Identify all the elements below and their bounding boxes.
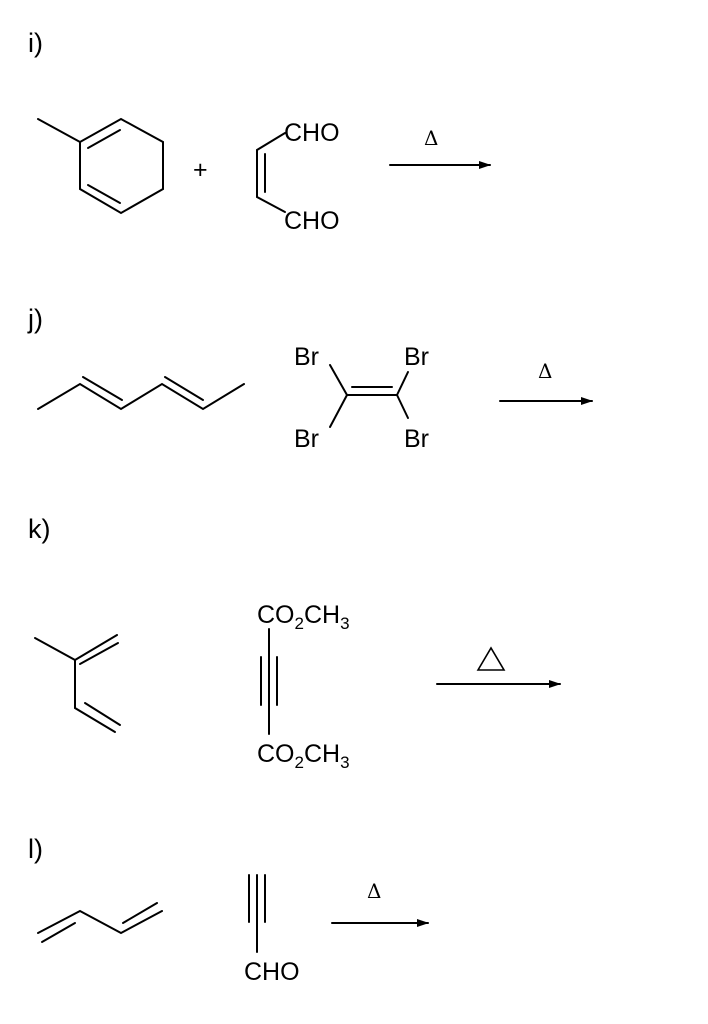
br-atom: Br [294, 425, 319, 453]
hexadiene [37, 376, 245, 411]
heat-delta: Δ [424, 126, 438, 150]
propynal: CHO [244, 874, 300, 986]
problem-label: i) [28, 28, 43, 58]
problem-l: l) CHO Δ [28, 834, 429, 986]
heat-delta-icon [476, 646, 506, 671]
problem-i: i) + CHO CHO Δ [28, 28, 491, 235]
plus-sign: + [193, 156, 208, 184]
problem-label: l) [28, 834, 43, 864]
cho-group: CHO [284, 207, 340, 235]
tetrabromoethylene: Br Br Br Br [294, 343, 429, 453]
cho-group: CHO [284, 119, 340, 147]
br-atom: Br [294, 343, 319, 371]
ester-group: CO2CH3 [257, 601, 350, 633]
isoprene [34, 634, 121, 733]
butadiene [37, 902, 163, 943]
ester-group: CO2CH3 [257, 740, 350, 772]
methylcyclohexadiene [37, 117, 164, 215]
problem-j: j) Br Br Br Br Δ [27, 304, 593, 453]
cho-group: CHO [244, 958, 300, 986]
br-atom: Br [404, 343, 429, 371]
problem-k: k) CO2CH3 CO2CH3 Δ [28, 514, 561, 772]
heat-delta: Δ [367, 879, 381, 903]
dimethyl-acetylenedicarboxylate: CO2CH3 CO2CH3 [257, 601, 350, 772]
problem-label: j) [27, 304, 43, 334]
maleic-dialdehyde: CHO CHO [256, 119, 340, 235]
br-atom: Br [404, 425, 429, 453]
problem-label: k) [28, 514, 51, 544]
heat-delta: Δ [538, 359, 552, 383]
